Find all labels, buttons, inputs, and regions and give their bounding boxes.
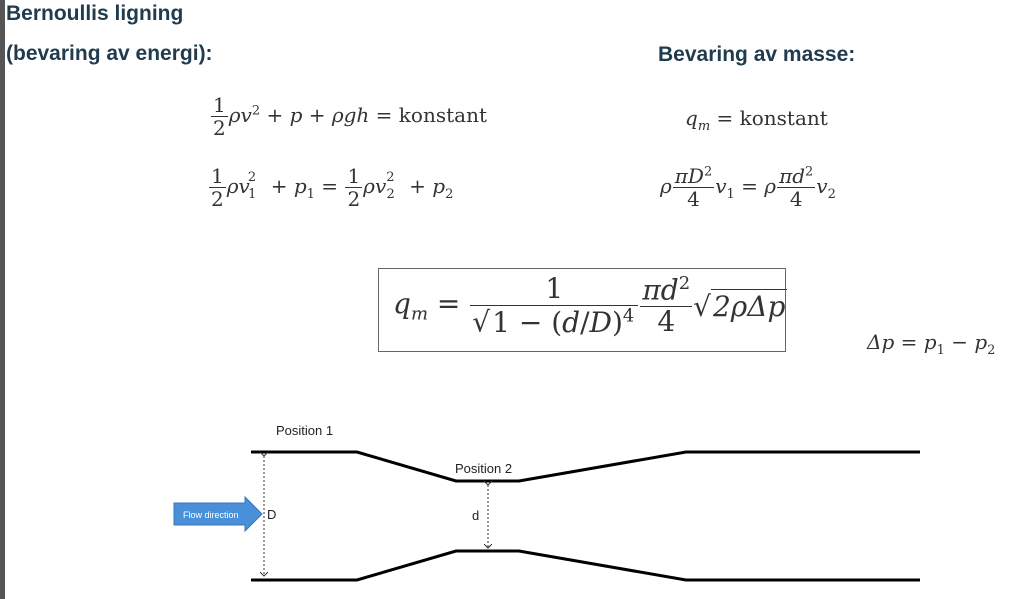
heading-bernoulli: Bernoullis ligning: [6, 2, 184, 25]
flow-direction-arrow: [173, 495, 263, 533]
mass-general-equation: qm = konstant: [685, 106, 828, 134]
position-1-label: Position 1: [276, 423, 333, 438]
pipe-top-wall: [251, 450, 920, 483]
heading-energy-conservation: (bevaring av energi):: [6, 42, 213, 65]
d-label: d: [472, 508, 479, 523]
left-edge-bar: [0, 0, 5, 599]
pressure-difference-equation: Δp = p1 − p2: [867, 330, 996, 358]
D-label: D: [267, 507, 276, 522]
flow-direction-label: Flow direction: [183, 510, 239, 520]
heading-mass-conservation: Bevaring av masse:: [658, 43, 856, 66]
pipe-bottom-wall: [251, 549, 920, 582]
position-2-label: Position 2: [455, 461, 512, 476]
